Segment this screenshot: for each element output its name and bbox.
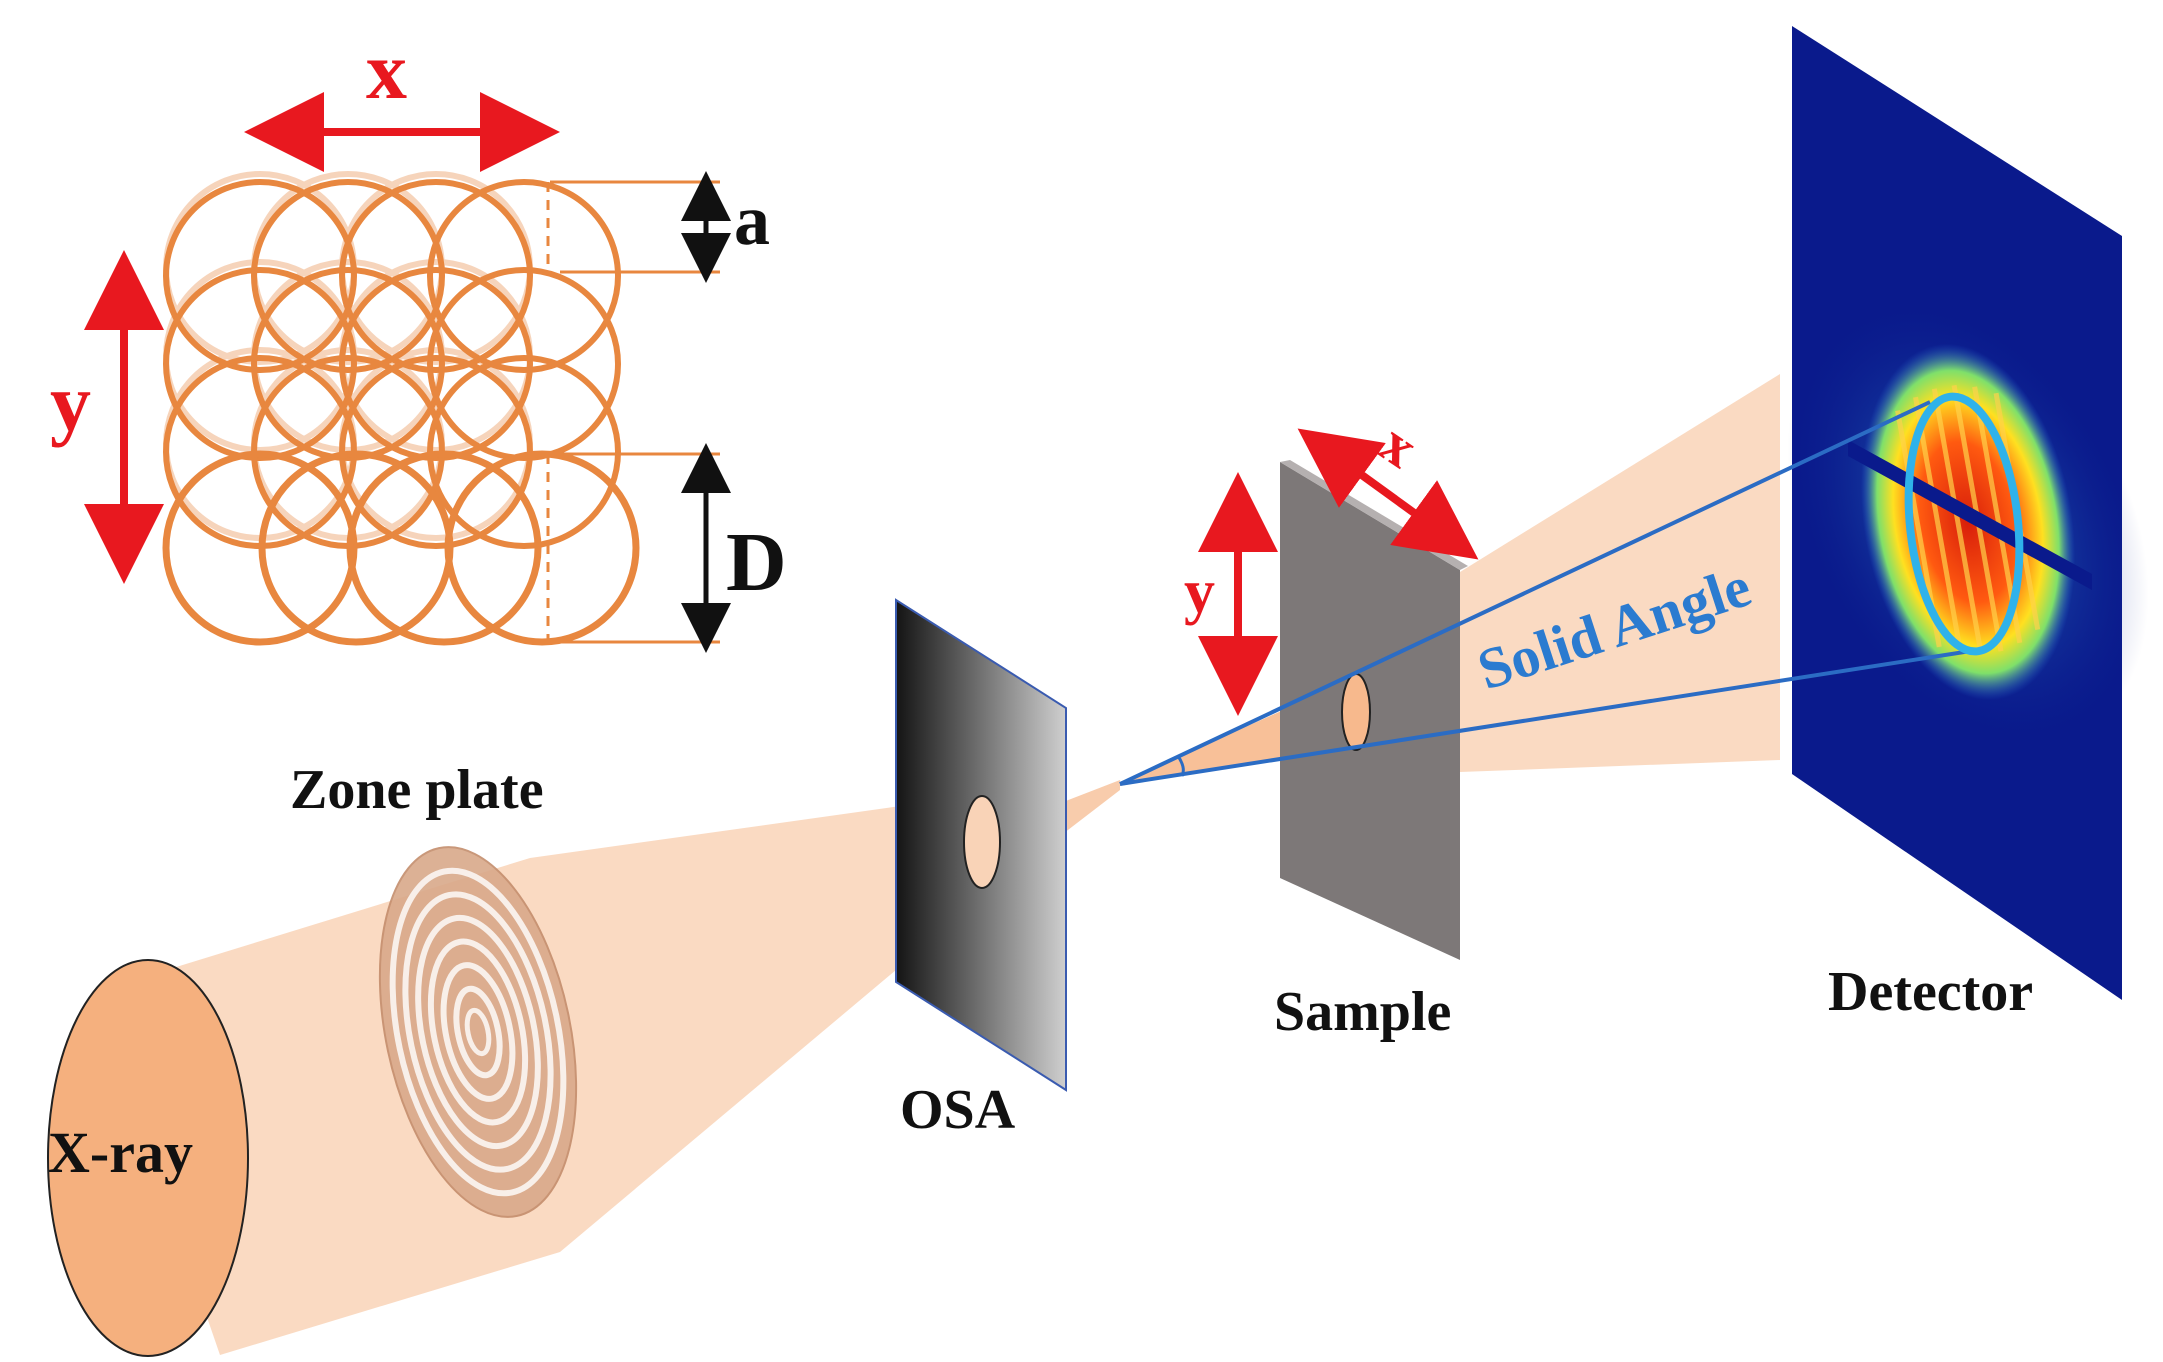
osa-aperture: [895, 598, 1067, 1092]
sample-x-arrow: [1297, 428, 1479, 560]
zone-plate-scan-grid: [162, 171, 640, 646]
detector-label: Detector: [1828, 961, 2033, 1023]
diameter-D-label: D: [726, 516, 787, 609]
zone-plate-label: Zone plate: [290, 759, 544, 821]
xray-source-ellipse: [47, 959, 249, 1357]
scattered-beam: [1460, 374, 1780, 772]
xray-label: X-ray: [48, 1120, 193, 1185]
sample-label: Sample: [1274, 981, 1451, 1043]
diffraction-pattern-icon: [1787, 297, 2149, 747]
grid-y-label: y: [50, 357, 91, 448]
sample-y-label: y: [1184, 558, 1215, 626]
solid-angle-cone: [1119, 392, 2024, 786]
zone-plate-icon: [378, 846, 578, 1218]
spacing-a-label: a: [734, 180, 770, 260]
sample-x-label: x: [1369, 410, 1429, 480]
osa-label: OSA: [900, 1079, 1016, 1141]
grid-x-label: x: [366, 25, 407, 116]
